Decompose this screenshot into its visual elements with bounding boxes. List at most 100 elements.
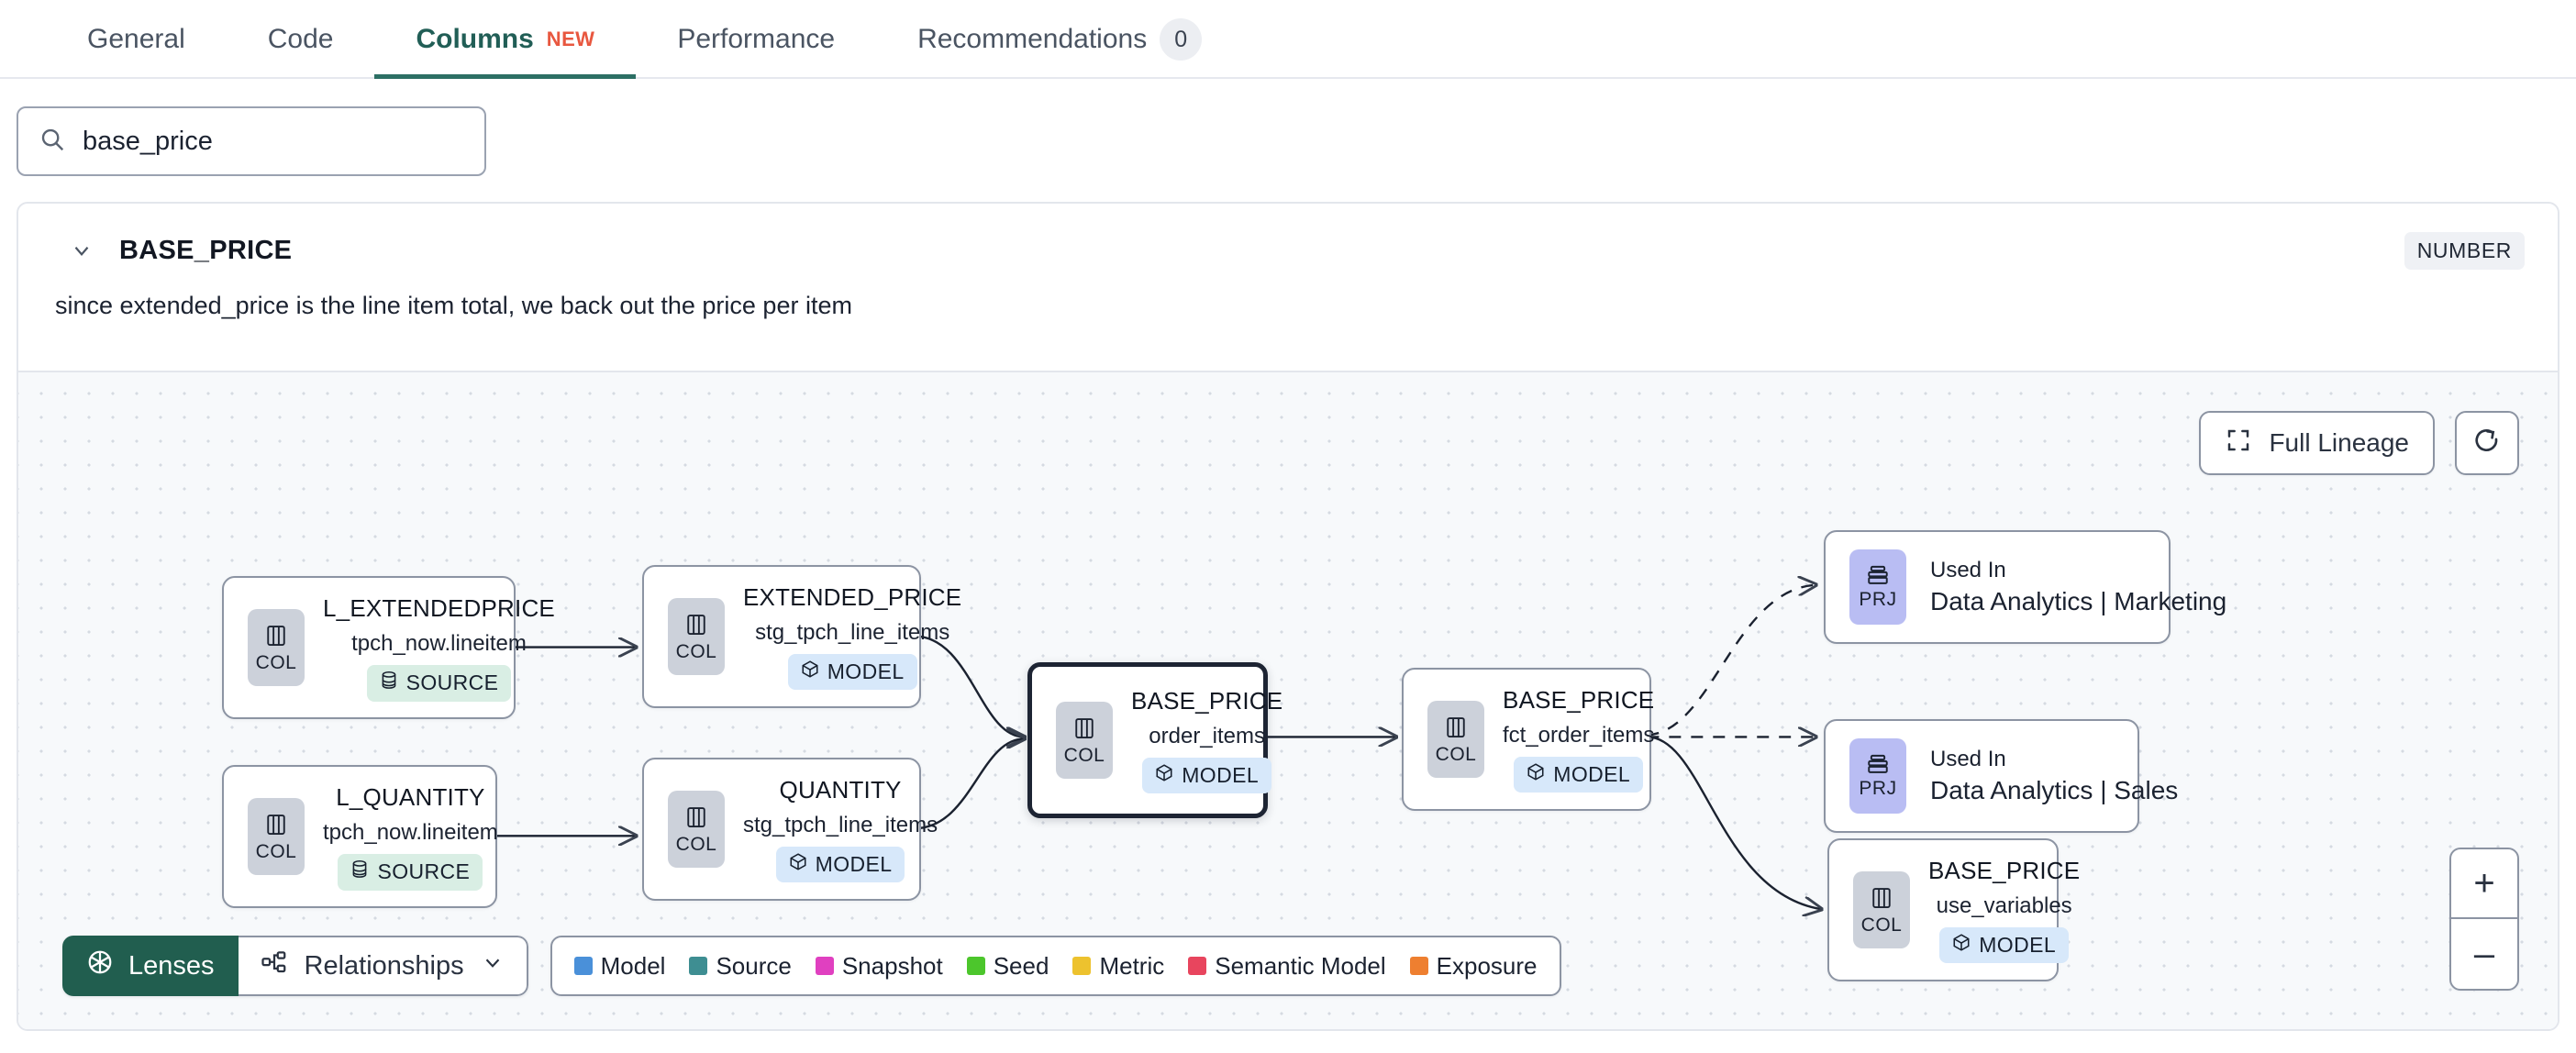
column-type-badge: NUMBER xyxy=(2404,231,2525,270)
legend-label: Seed xyxy=(993,951,1049,980)
legend-swatch xyxy=(815,957,834,975)
node-subtitle: order_items xyxy=(1149,724,1265,748)
node-body: L_EXTENDEDPRICE tpch_now.lineitem SOURCE xyxy=(305,594,573,702)
legend-swatch xyxy=(1072,957,1092,975)
legend-item-model: Model xyxy=(573,951,666,981)
node-subtitle: use_variables xyxy=(1936,893,2072,918)
column-description: since extended_price is the line item to… xyxy=(55,292,852,319)
node-body: Used In Data Analytics | Sales xyxy=(1906,747,2196,805)
column-detail-panel: BASE_PRICE NUMBER since extended_price i… xyxy=(17,202,2559,1031)
tab-recommendations[interactable]: Recommendations 0 xyxy=(876,0,1243,79)
node-subtitle: tpch_now.lineitem xyxy=(323,819,498,845)
col-icon: COL xyxy=(1427,701,1484,778)
cube-icon xyxy=(801,660,819,684)
node-body: EXTENDED_PRICE stg_tpch_line_items MODEL xyxy=(725,583,980,690)
search-icon xyxy=(39,126,66,158)
node-title: QUANTITY xyxy=(779,776,902,804)
cube-icon xyxy=(789,852,807,877)
canvas-bottom-bar: Lenses Relationships xyxy=(62,936,1561,996)
lineage-canvas[interactable]: COL L_EXTENDEDPRICE tpch_now.lineitem SO… xyxy=(18,371,2558,1029)
lineage-node-quantity[interactable]: COL QUANTITY stg_tpch_line_items MODEL xyxy=(642,758,938,901)
node-subtitle: Data Analytics | Marketing xyxy=(1930,587,2227,615)
refresh-button[interactable] xyxy=(2455,411,2519,475)
col-icon: COL xyxy=(248,609,305,686)
lineage-node-project-marketing[interactable]: PRJ Used In Data Analytics | Marketing xyxy=(1824,530,2226,644)
legend-label: Model xyxy=(600,951,666,980)
full-lineage-label: Full Lineage xyxy=(2269,428,2409,457)
node-pill-label: MODEL xyxy=(1553,762,1631,786)
col-icon: COL xyxy=(248,798,305,875)
lineage-edges xyxy=(483,372,2558,1029)
recommendations-count-badge: 0 xyxy=(1160,18,1203,61)
node-title: BASE_PRICE xyxy=(1131,687,1283,715)
lineage-node-l-quantity[interactable]: COL L_QUANTITY tpch_now.lineitem SOURCE xyxy=(222,765,498,908)
legend-swatch xyxy=(1188,957,1207,975)
full-lineage-button[interactable]: Full Lineage xyxy=(2199,411,2435,475)
node-pill-label: SOURCE xyxy=(377,859,471,883)
prj-icon-label: PRJ xyxy=(1859,777,1897,799)
zoom-in-button[interactable]: + xyxy=(2451,849,2517,919)
node-pill-label: MODEL xyxy=(815,852,893,876)
node-pill-label: MODEL xyxy=(1979,933,2057,957)
lenses-label: Lenses xyxy=(128,950,215,981)
column-header: BASE_PRICE NUMBER xyxy=(18,204,2558,272)
lineage-node-base-price-use-variables[interactable]: COL BASE_PRICE use_variables MODEL xyxy=(1827,838,2080,981)
cube-icon xyxy=(1952,933,1971,958)
lenses-button[interactable]: Lenses xyxy=(62,936,239,996)
node-body: Used In Data Analytics | Marketing xyxy=(1906,558,2245,616)
tab-general[interactable]: General xyxy=(46,0,227,79)
node-subtitle: Data Analytics | Sales xyxy=(1930,776,2179,804)
node-body: QUANTITY stg_tpch_line_items MODEL xyxy=(725,776,956,882)
col-icon-label: COL xyxy=(1435,743,1477,765)
col-icon: COL xyxy=(1056,702,1113,779)
node-title: L_QUANTITY xyxy=(336,782,485,811)
legend-item-exposure: Exposure xyxy=(1409,952,1538,981)
node-type-pill: SOURCE xyxy=(366,664,512,702)
node-title: Used In xyxy=(1930,747,2006,771)
col-icon-label: COL xyxy=(1063,744,1105,766)
chevron-down-icon[interactable] xyxy=(70,238,94,262)
search-box[interactable] xyxy=(17,106,486,176)
prj-icon: PRJ xyxy=(1849,549,1906,625)
tab-bar: General Code Columns NEW Performance Rec… xyxy=(0,0,2576,79)
lineage-node-base-price-fct-order-items[interactable]: COL BASE_PRICE fct_order_items MODEL xyxy=(1402,668,1654,811)
column-name: BASE_PRICE xyxy=(119,235,293,265)
node-pill-label: MODEL xyxy=(827,660,905,683)
tab-label: Code xyxy=(267,24,334,54)
tab-label: Columns xyxy=(416,24,534,54)
lineage-node-project-sales[interactable]: PRJ Used In Data Analytics | Sales xyxy=(1824,719,2178,833)
legend-label: Metric xyxy=(1099,951,1165,980)
expand-corners-icon xyxy=(2225,427,2252,460)
legend-item-snapshot: Snapshot xyxy=(815,951,943,981)
refresh-icon xyxy=(2472,427,2502,460)
cube-icon xyxy=(1527,762,1545,787)
search-section xyxy=(0,79,2576,176)
col-icon-label: COL xyxy=(675,640,717,662)
legend-swatch xyxy=(573,957,593,975)
lineage-node-extended-price[interactable]: COL EXTENDED_PRICE stg_tpch_line_items M… xyxy=(642,565,961,708)
canvas-top-controls: Full Lineage xyxy=(2199,411,2519,475)
tab-columns[interactable]: Columns NEW xyxy=(374,0,637,79)
node-title: L_EXTENDEDPRICE xyxy=(323,593,555,622)
zoom-out-button[interactable]: – xyxy=(2473,933,2495,974)
legend-swatch xyxy=(966,957,985,975)
node-title: BASE_PRICE xyxy=(1928,857,2081,884)
node-body: BASE_PRICE order_items MODEL xyxy=(1113,687,1301,793)
legend-item-seed: Seed xyxy=(966,951,1049,981)
lineage-node-base-price-order-items[interactable]: COL BASE_PRICE order_items MODEL xyxy=(1027,662,1282,818)
legend-label: Snapshot xyxy=(841,951,943,980)
col-icon: COL xyxy=(668,598,725,675)
tab-code[interactable]: Code xyxy=(227,0,375,79)
node-type-pill: MODEL xyxy=(1142,758,1272,793)
node-type-pill: MODEL xyxy=(1939,927,2070,963)
relationships-dropdown[interactable]: Relationships xyxy=(238,936,528,996)
legend-label: Semantic Model xyxy=(1215,951,1386,980)
lineage-node-l-extendedprice[interactable]: COL L_EXTENDEDPRICE tpch_now.lineitem SO… xyxy=(222,576,555,719)
node-pill-label: MODEL xyxy=(1182,763,1260,787)
search-input[interactable] xyxy=(83,126,464,157)
node-title: Used In xyxy=(1930,558,2006,582)
legend-label: Source xyxy=(716,951,792,980)
tab-performance[interactable]: Performance xyxy=(636,0,876,79)
node-type-pill: MODEL xyxy=(787,654,917,690)
tab-label: Performance xyxy=(677,24,836,54)
